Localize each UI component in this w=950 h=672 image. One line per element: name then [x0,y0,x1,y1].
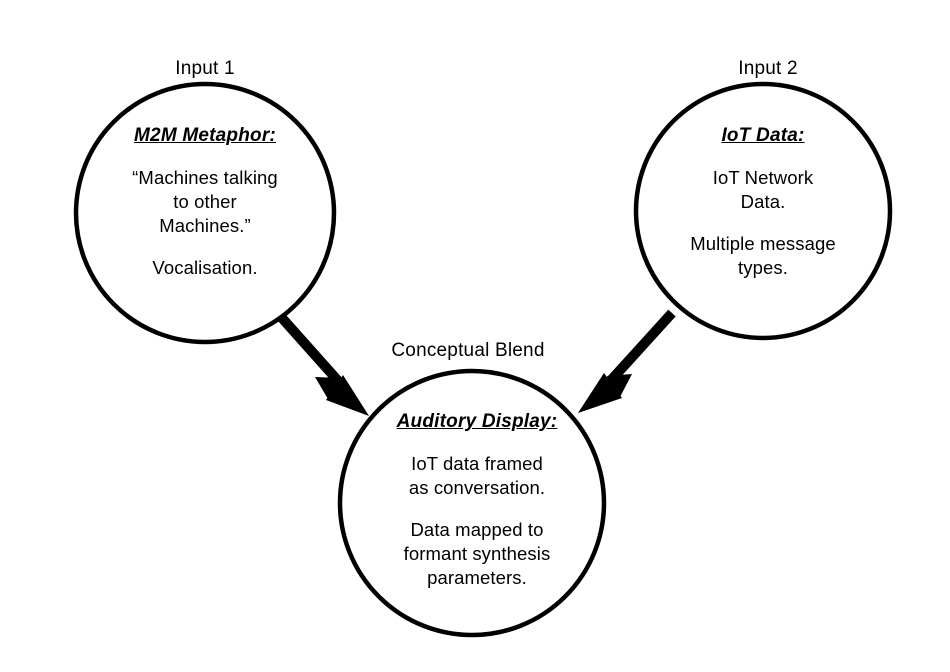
spacer [120,238,290,256]
spacer [120,148,290,166]
input-2-body-line: Multiple message [690,233,836,254]
input-2-heading: IoT Data: [721,125,805,146]
blend-body-line: IoT data framed [411,453,543,474]
input-1-body-line: Machines.” [159,215,251,236]
blend-body-block-1: IoT data framed as conversation. [382,452,572,500]
input-2-body-line: Data. [740,191,786,212]
circle-input-1[interactable] [73,81,337,345]
label-input-2: Input 2 [738,58,798,79]
blend-heading: Auditory Display: [396,411,558,432]
input-2-body-line: IoT Network [712,167,814,188]
circle-input-2-content: IoT Data: IoT Network Data. Multiple mes… [678,124,848,280]
blend-body-line: as conversation. [408,477,546,498]
input-1-body-block-2: Vocalisation. [120,256,290,280]
input-1-body-line: “Machines talking [132,167,278,188]
input-1-body-block-1: “Machines talking to other Machines.” [120,166,290,238]
arrow-input2-to-blend-icon[interactable] [578,309,676,413]
blend-body-line: Data mapped to [410,519,544,540]
circle-conceptual-blend[interactable] [337,368,607,638]
label-conceptual-blend: Conceptual Blend [391,340,545,361]
label-input-1: Input 1 [175,58,235,79]
circle-blend-content: Auditory Display: IoT data framed as con… [382,410,572,590]
blend-body-line: formant synthesis [403,543,551,564]
input-2-body-line: types. [738,257,788,278]
blend-body-line: parameters. [427,567,527,588]
circle-input-2[interactable] [633,81,893,341]
arrow-input1-to-blend-icon[interactable] [278,314,369,416]
blend-body-block-2: Data mapped to formant synthesis paramet… [382,518,572,590]
input-1-body-line: to other [173,191,237,212]
spacer [382,434,572,452]
spacer [382,500,572,518]
input-2-body-block-1: IoT Network Data. [678,166,848,214]
spacer [678,214,848,232]
input-1-heading: M2M Metaphor: [134,125,276,146]
input-2-body-block-2: Multiple message types. [678,232,848,280]
spacer [678,148,848,166]
circle-input-1-content: M2M Metaphor: “Machines talking to other… [120,124,290,280]
input-1-body-line: Vocalisation. [152,257,258,278]
